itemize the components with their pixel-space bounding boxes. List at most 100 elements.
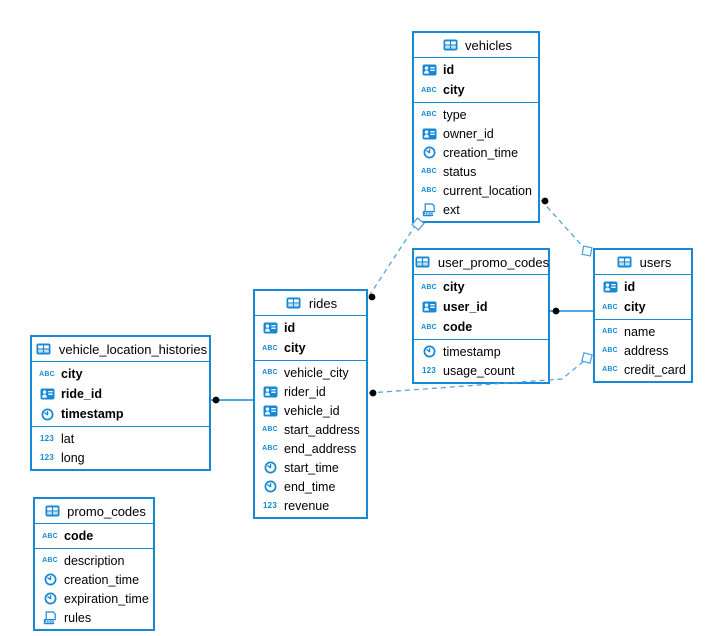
column-name: rider_id [284, 384, 326, 399]
text-type-icon: ABC [42, 532, 58, 540]
column-name: rules [64, 610, 92, 625]
column-name: current_location [443, 183, 532, 198]
column-row[interactable]: rider_id [255, 382, 366, 401]
column-name: status [443, 164, 477, 179]
column-name: creation_time [64, 572, 140, 587]
table-header[interactable]: users [595, 250, 691, 275]
column-name: id [284, 321, 296, 335]
pk-column-row[interactable]: ride_id [32, 384, 209, 404]
column-name: end_time [284, 479, 336, 494]
text-type-icon: ABC [262, 426, 278, 433]
pk-column-row[interactable]: id [414, 60, 538, 80]
column-row[interactable]: expiration_time [35, 589, 153, 608]
table-icon [413, 256, 433, 268]
table-icon [34, 343, 54, 355]
column-row[interactable]: timestamp [414, 342, 548, 361]
number-type-icon: 123 [40, 453, 54, 462]
relationship-vehicles-to-users[interactable] [540, 199, 586, 250]
column-row[interactable]: ABC current_location [414, 181, 538, 200]
json-type-icon: JSON [40, 610, 60, 625]
column-row[interactable]: JSON rules [35, 608, 153, 627]
relationship-diamond-marker [581, 352, 593, 364]
relationship-rides-to-vehicles[interactable] [368, 225, 416, 297]
column-row[interactable]: ABC credit_card [595, 360, 691, 379]
table-header[interactable]: user_promo_codes [413, 250, 549, 275]
column-name: revenue [284, 498, 330, 513]
table-header[interactable]: vehicles [414, 33, 538, 58]
table-title: vehicles [465, 37, 512, 53]
table-header[interactable]: promo_codes [35, 499, 153, 524]
relationship-dot-marker [541, 197, 549, 205]
column-row[interactable]: owner_id [414, 124, 538, 143]
table-header[interactable]: vehicle_location_histories [32, 337, 209, 362]
column-row[interactable]: creation_time [35, 570, 153, 589]
table-icon [440, 39, 460, 51]
id-badge-icon [419, 128, 439, 140]
id-badge-icon [419, 301, 439, 313]
column-row[interactable]: vehicle_id [255, 401, 366, 420]
column-name: city [443, 83, 465, 97]
table-icon [615, 256, 635, 268]
column-row[interactable]: start_time [255, 458, 366, 477]
column-name: type [443, 107, 467, 122]
column-name: start_time [284, 460, 339, 475]
table-title: rides [308, 295, 338, 311]
table-title: promo_codes [67, 503, 146, 519]
svg-text:JSON: JSON [44, 619, 57, 624]
column-name: credit_card [624, 362, 686, 377]
number-type-icon: 123 [40, 434, 54, 443]
column-name: end_address [284, 441, 357, 456]
datetime-type-icon [37, 408, 57, 421]
column-row[interactable]: ABC start_address [255, 420, 366, 439]
text-type-icon: ABC [602, 366, 618, 373]
column-row[interactable]: creation_time [414, 143, 538, 162]
column-name: owner_id [443, 126, 494, 141]
table-header[interactable]: rides [255, 291, 366, 316]
column-name: description [64, 553, 125, 568]
relationship-dot-marker [369, 389, 377, 397]
pk-column-row[interactable]: id [595, 277, 691, 297]
pk-column-row[interactable]: timestamp [32, 404, 209, 424]
relationship-dot-marker [368, 293, 376, 301]
column-name: start_address [284, 422, 360, 437]
pk-column-row[interactable]: id [255, 318, 366, 338]
pk-column-row[interactable]: user_id [414, 297, 548, 317]
column-name: ext [443, 202, 460, 217]
column-name: vehicle_city [284, 365, 349, 380]
column-name: city [624, 300, 646, 314]
table-title: users [639, 254, 672, 270]
column-row[interactable]: end_time [255, 477, 366, 496]
text-type-icon: ABC [421, 187, 437, 194]
